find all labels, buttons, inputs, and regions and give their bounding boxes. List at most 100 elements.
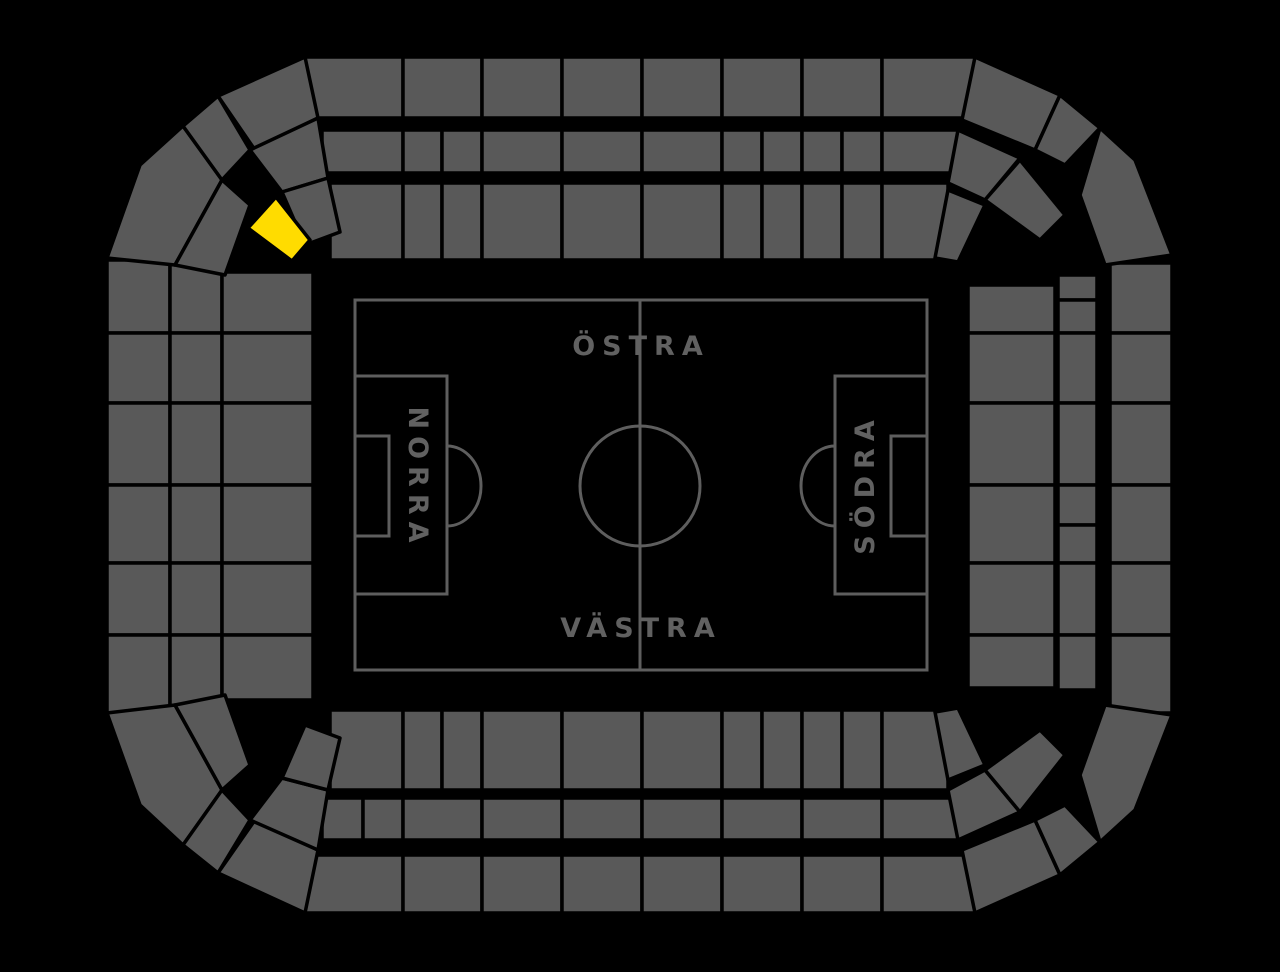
west-lower-section[interactable] (760, 708, 804, 792)
west-middle-section[interactable] (880, 796, 960, 842)
west-upper-section[interactable] (303, 853, 405, 915)
east-middle-section[interactable] (720, 128, 764, 175)
south-middle-section[interactable] (1056, 401, 1099, 487)
west-middle-section[interactable] (800, 796, 884, 842)
south-inner-section[interactable] (966, 561, 1057, 637)
west-middle-section[interactable] (640, 796, 724, 842)
south-middle-section[interactable] (1056, 633, 1099, 692)
corner-section[interactable] (173, 693, 252, 792)
north-inner-section[interactable] (220, 331, 315, 405)
west-upper-section[interactable] (480, 853, 564, 915)
east-middle-section[interactable] (401, 128, 444, 175)
west-upper-section[interactable] (880, 853, 977, 915)
south-middle-section[interactable] (1056, 561, 1099, 637)
west-upper-section[interactable] (401, 853, 484, 915)
south-middle-section[interactable] (1056, 298, 1099, 335)
north-outer-section[interactable] (168, 331, 224, 405)
east-lower-section[interactable] (760, 181, 804, 262)
south-inner-section[interactable] (966, 633, 1057, 690)
east-upper-section[interactable] (480, 55, 564, 120)
west-middle-section[interactable] (401, 796, 484, 842)
north-outer-section[interactable] (105, 561, 172, 637)
corner-section[interactable] (280, 723, 342, 792)
north-outer-section[interactable] (105, 258, 172, 335)
east-middle-section[interactable] (440, 128, 484, 175)
south-outer-section[interactable] (1108, 331, 1174, 405)
west-lower-section[interactable] (401, 708, 444, 792)
east-middle-section[interactable] (320, 128, 405, 175)
south-middle-section[interactable] (1056, 331, 1099, 405)
corner-section[interactable] (1078, 126, 1174, 267)
south-inner-section[interactable] (966, 331, 1057, 405)
east-lower-section[interactable] (640, 181, 724, 262)
north-outer-section[interactable] (105, 401, 172, 487)
west-lower-section[interactable] (480, 708, 564, 792)
west-lower-section[interactable] (328, 708, 405, 792)
corner-section[interactable] (933, 706, 987, 782)
north-outer-section[interactable] (105, 483, 172, 565)
west-upper-section[interactable] (560, 853, 644, 915)
west-upper-section[interactable] (720, 853, 804, 915)
north-outer-section[interactable] (105, 633, 172, 715)
south-middle-section[interactable] (1056, 273, 1099, 302)
south-outer-section[interactable] (1108, 483, 1174, 565)
east-middle-section[interactable] (480, 128, 564, 175)
east-middle-section[interactable] (880, 128, 960, 175)
east-middle-section[interactable] (640, 128, 724, 175)
south-outer-section[interactable] (1108, 401, 1174, 487)
east-middle-section[interactable] (840, 128, 884, 175)
south-middle-section[interactable] (1056, 483, 1099, 527)
west-middle-section[interactable] (480, 796, 564, 842)
west-middle-section[interactable] (320, 796, 365, 842)
south-outer-section[interactable] (1108, 261, 1174, 335)
corner-section[interactable] (983, 158, 1067, 242)
east-upper-section[interactable] (560, 55, 644, 120)
corner-section[interactable] (933, 188, 987, 264)
east-upper-section[interactable] (401, 55, 484, 120)
corner-section[interactable] (1078, 703, 1174, 844)
north-outer-section[interactable] (168, 483, 224, 565)
south-outer-section[interactable] (1108, 633, 1174, 715)
west-lower-section[interactable] (640, 708, 724, 792)
north-inner-section[interactable] (220, 401, 315, 487)
west-upper-section[interactable] (800, 853, 884, 915)
west-lower-section[interactable] (720, 708, 764, 792)
east-lower-section[interactable] (401, 181, 444, 262)
west-lower-section[interactable] (560, 708, 644, 792)
east-lower-section[interactable] (840, 181, 884, 262)
east-lower-section[interactable] (720, 181, 764, 262)
north-outer-section[interactable] (168, 561, 224, 637)
east-lower-section[interactable] (480, 181, 564, 262)
east-upper-section[interactable] (303, 55, 405, 120)
east-middle-section[interactable] (760, 128, 804, 175)
south-inner-section[interactable] (966, 401, 1057, 487)
east-upper-section[interactable] (720, 55, 804, 120)
south-inner-section[interactable] (966, 483, 1057, 565)
east-lower-section[interactable] (440, 181, 484, 262)
north-outer-section[interactable] (168, 401, 224, 487)
east-middle-section[interactable] (800, 128, 844, 175)
south-middle-section[interactable] (1056, 523, 1099, 565)
east-upper-section[interactable] (640, 55, 724, 120)
west-middle-section[interactable] (720, 796, 804, 842)
east-middle-section[interactable] (560, 128, 644, 175)
corner-section[interactable] (173, 178, 252, 277)
west-lower-section[interactable] (840, 708, 884, 792)
north-outer-section[interactable] (105, 331, 172, 405)
west-lower-section[interactable] (800, 708, 844, 792)
south-inner-section[interactable] (966, 283, 1057, 335)
west-middle-section[interactable] (361, 796, 405, 842)
selected-section[interactable] (246, 195, 312, 263)
east-lower-section[interactable] (560, 181, 644, 262)
east-lower-section[interactable] (328, 181, 405, 262)
south-outer-section[interactable] (1108, 561, 1174, 637)
west-middle-section[interactable] (560, 796, 644, 842)
corner-section[interactable] (1033, 93, 1102, 167)
west-lower-section[interactable] (440, 708, 484, 792)
north-inner-section[interactable] (220, 483, 315, 565)
north-inner-section[interactable] (220, 270, 315, 335)
west-upper-section[interactable] (640, 853, 724, 915)
corner-section[interactable] (983, 728, 1067, 814)
north-inner-section[interactable] (220, 633, 315, 702)
east-upper-section[interactable] (880, 55, 977, 120)
